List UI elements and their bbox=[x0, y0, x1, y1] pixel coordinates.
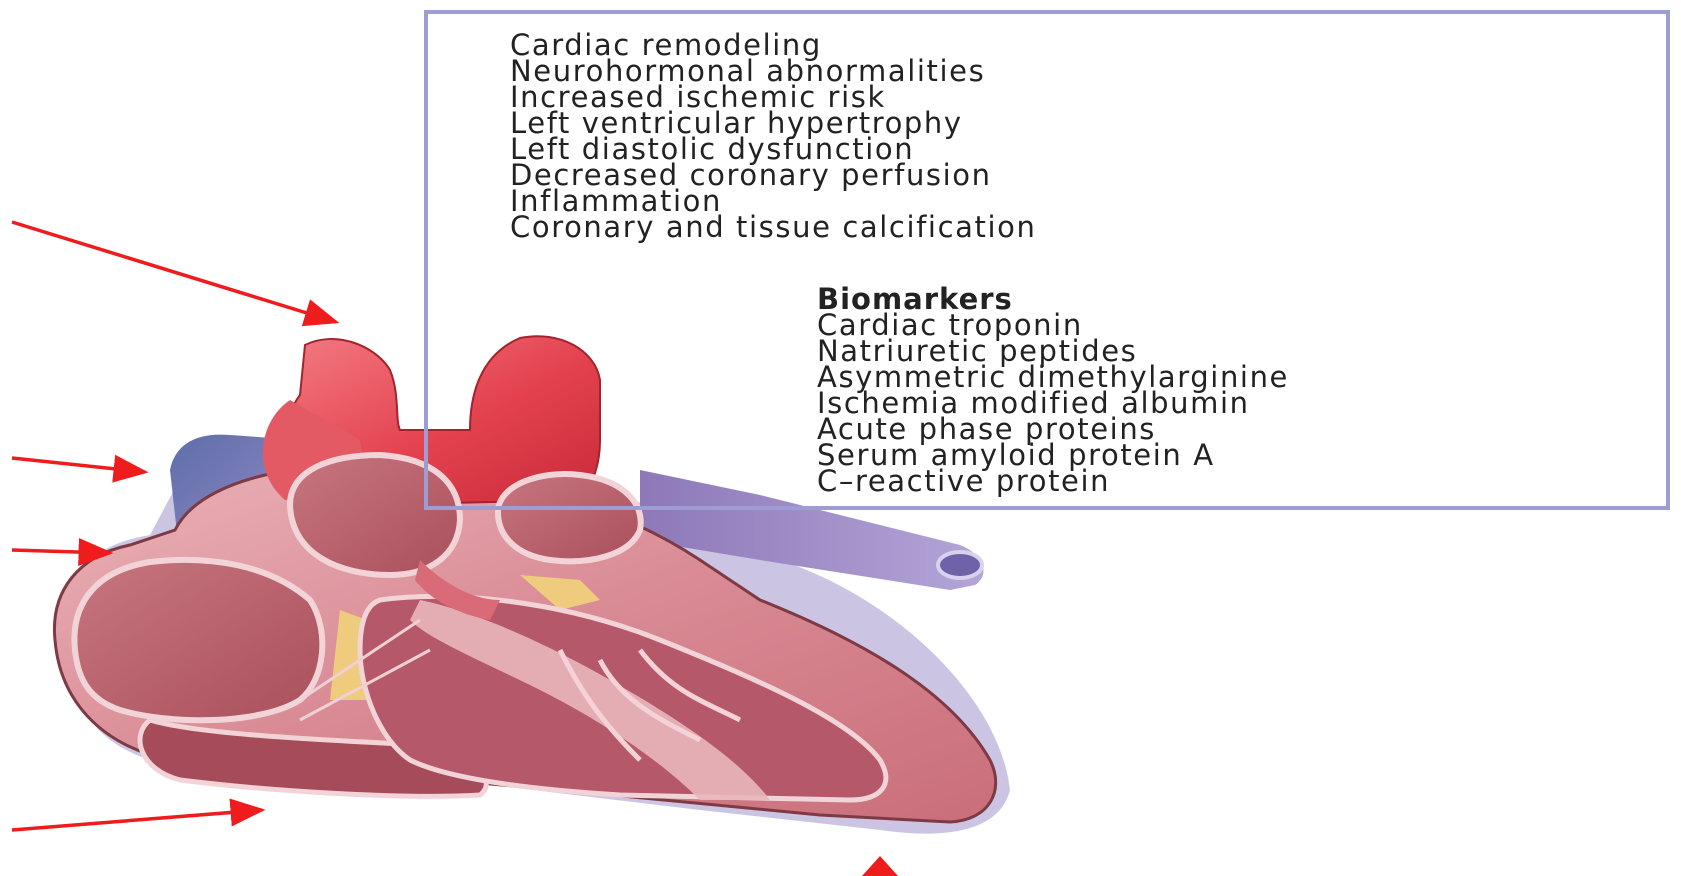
right-atrium bbox=[74, 560, 322, 720]
list-item: Coronary and tissue calcification bbox=[510, 214, 1036, 240]
effects-list: Cardiac remodeling Neurohormonal abnorma… bbox=[510, 32, 1036, 240]
list-item: C–reactive protein bbox=[817, 468, 1289, 494]
biomarker-list: Biomarkers Cardiac troponin Natriuretic … bbox=[817, 286, 1289, 494]
vessel-opening bbox=[938, 552, 982, 578]
